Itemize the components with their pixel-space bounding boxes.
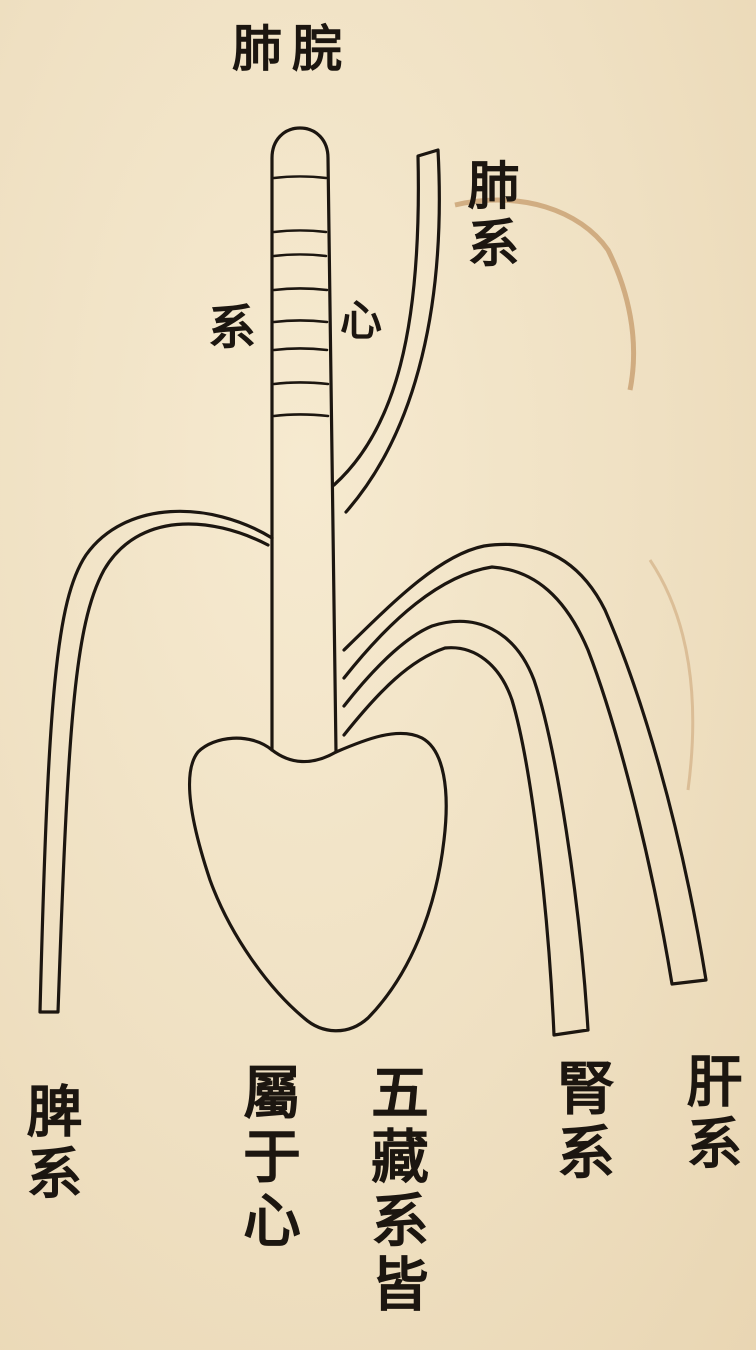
windpipe-rings [274, 177, 328, 417]
label-kidney-system: 腎系 [552, 1058, 610, 1186]
page-title: 肺脘 [232, 24, 352, 74]
label-liver-system: 肝系 [682, 1052, 738, 1176]
windpipe-tube [272, 128, 336, 752]
label-lung-system: 肺系 [462, 158, 514, 274]
label-spleen-system: 脾系 [22, 1082, 78, 1206]
heart-shape [189, 733, 446, 1030]
label-five-zang-all: 五藏系皆 [366, 1062, 424, 1318]
kidney-system-tube [344, 621, 588, 1035]
label-belongs-to-heart: 屬于心 [238, 1062, 296, 1254]
label-xin: 心 [340, 300, 382, 342]
label-xi: 系 [208, 304, 256, 352]
